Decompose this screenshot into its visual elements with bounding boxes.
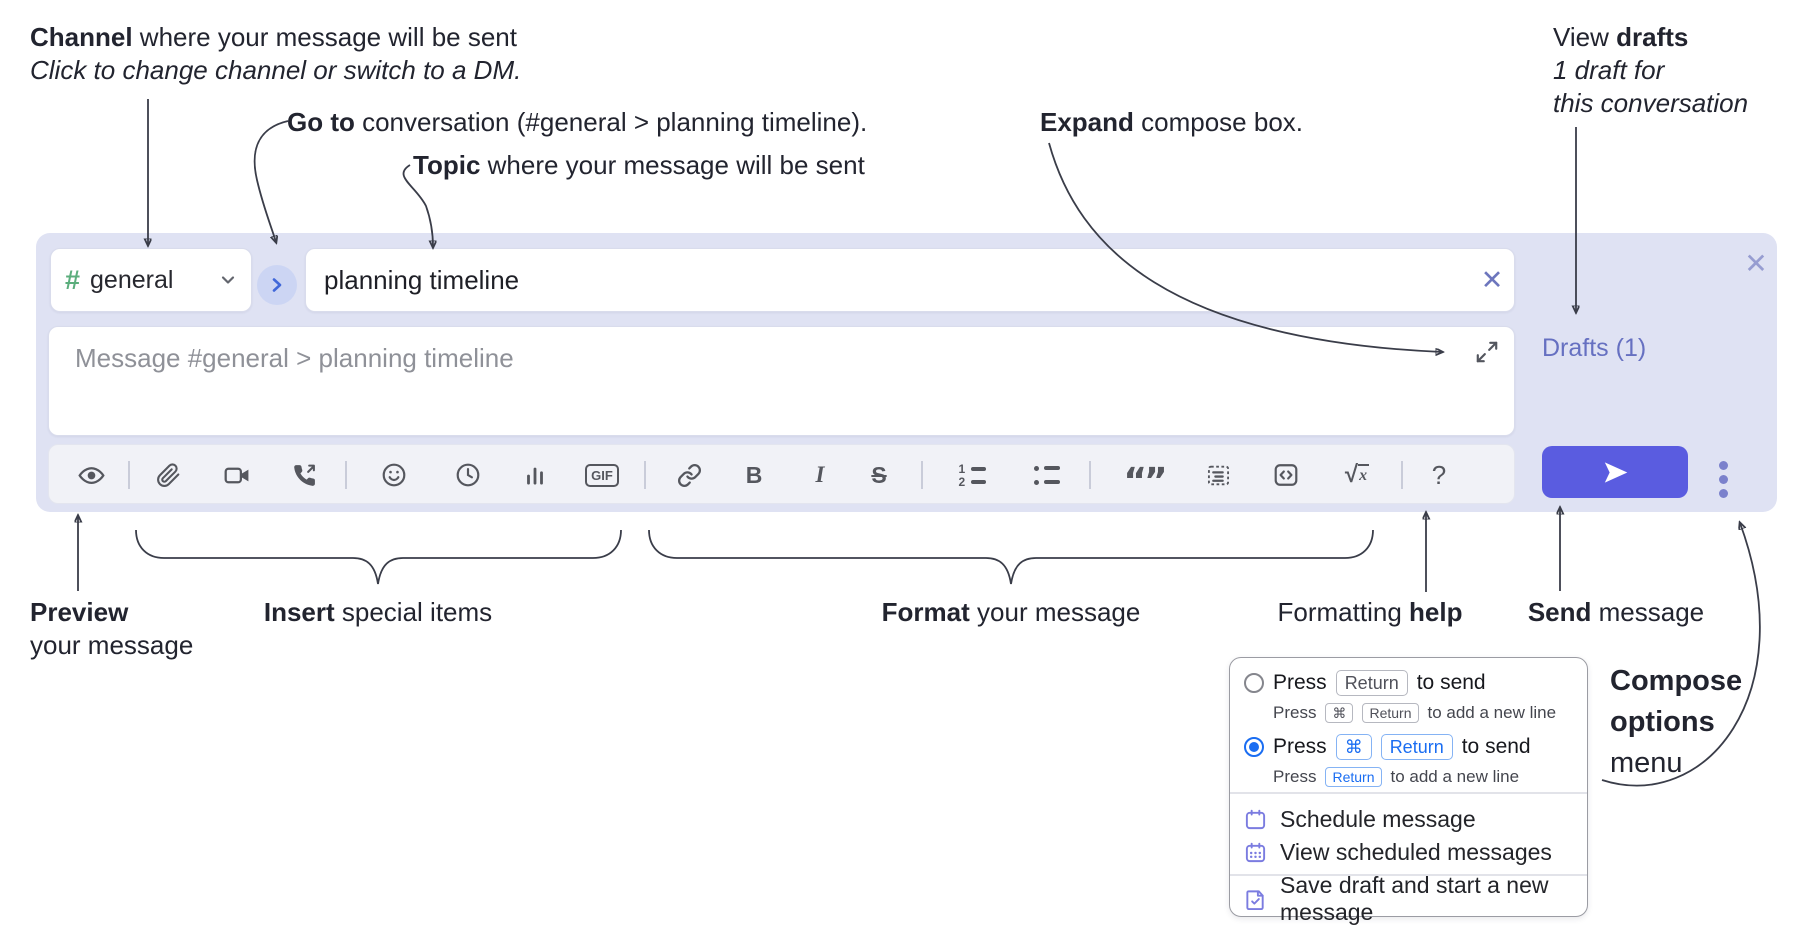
expand-compose-icon[interactable] [1474,339,1500,365]
key-return: Return [1362,703,1419,723]
annotation-format: Format your message [881,597,1141,627]
toolbar-separator [1089,461,1091,489]
key-cmd: ⌘ [1335,734,1372,760]
preview-eye-icon[interactable] [76,460,106,490]
channel-name: general [90,265,174,294]
menu-item-schedule-message[interactable]: Schedule message [1244,804,1577,834]
clear-topic-icon[interactable]: ✕ [1480,264,1504,295]
radio-selected-icon[interactable] [1244,737,1264,757]
strikethrough-icon[interactable]: S [871,461,887,488]
key-return: Return [1380,734,1453,760]
bulleted-list-icon[interactable] [1032,460,1062,490]
clock-schedule-icon[interactable] [453,460,483,490]
link-icon[interactable] [674,460,704,490]
ordered-list-icon[interactable]: 1 2 [957,460,987,490]
annotation-topic: Topic where your message will be sent [413,150,865,180]
compose-toolbar: GIF B I S 1 2 [48,444,1515,504]
annotation-send: Send message [1527,597,1705,627]
menu-item-save-draft[interactable]: Save draft and start a new message [1244,872,1577,925]
brace-insert [135,529,622,585]
annotation-view-drafts: View drafts 1 draft for this conversatio… [1553,22,1749,118]
calendar-icon [1245,809,1266,829]
radio-return-to-send[interactable]: Press Return to send [1244,669,1577,697]
toolbar-separator [345,461,347,489]
message-input[interactable] [49,327,1514,435]
inline-code-icon[interactable] [1271,460,1301,490]
toolbar-separator [1401,461,1403,489]
send-plane-icon [1604,461,1627,483]
close-icon[interactable]: ✕ [1744,247,1768,279]
radio-cmd-return-to-send[interactable]: Press ⌘ Return to send [1244,732,1577,762]
annotation-insert: Insert special items [263,597,493,627]
compose-box: # general ✕ [36,233,1777,512]
latex-math-icon[interactable]: √x [1344,461,1370,488]
send-button[interactable] [1542,446,1688,498]
huddle-phone-icon[interactable] [289,460,319,490]
toolbar-separator [128,461,130,489]
channel-hash-icon: # [65,264,81,295]
italic-icon[interactable]: I [815,462,825,487]
blockquote-icon[interactable]: “” [1123,461,1167,502]
compose-options-dots-icon[interactable] [1708,455,1738,503]
menu-divider [1230,874,1587,876]
bold-icon[interactable]: B [745,461,763,488]
draft-check-icon [1246,889,1264,910]
channel-selector[interactable]: # general [50,248,252,312]
key-return: Return [1335,670,1408,696]
emoji-smiley-icon[interactable] [379,460,409,490]
topic-field: ✕ [305,248,1515,312]
go-to-conversation-button[interactable] [257,265,297,305]
gif-icon[interactable]: GIF [585,460,619,490]
menu-divider [1230,792,1587,794]
menu-item-view-scheduled[interactable]: View scheduled messages [1244,837,1577,867]
annotation-channel: Channel where your message will be sent … [30,22,522,85]
attach-paperclip-icon[interactable] [153,460,183,490]
brace-format [648,529,1374,585]
code-block-icon[interactable] [1203,460,1233,490]
toolbar-separator [921,461,923,489]
drafts-link[interactable]: Drafts (1) [1542,334,1647,362]
toolbar-separator [644,461,646,489]
annotation-preview: Preview your message [30,597,194,660]
radio-return-to-send-subtext: Press ⌘ Return to add a new line [1273,703,1557,723]
arrow-go-to [253,120,289,242]
video-camera-icon[interactable] [222,460,252,490]
message-field [48,326,1515,436]
formatting-help-icon[interactable]: ? [1431,459,1447,490]
chevron-down-icon [219,271,237,289]
annotation-compose-options: Compose options menu [1610,665,1743,779]
key-cmd: ⌘ [1325,703,1354,723]
annotation-expand: Expand compose box. [1040,107,1304,137]
calendar-list-icon [1245,842,1266,862]
poll-bar-chart-icon[interactable] [520,460,550,490]
radio-cmd-return-subtext: Press Return to add a new line [1273,767,1520,787]
key-return: Return [1325,767,1382,787]
annotation-formatting-help: Formatting help [1277,597,1463,627]
topic-input[interactable] [306,264,1470,296]
compose-options-menu: Press Return to send Press ⌘ Return to a… [1229,657,1588,925]
annotation-go-to: Go to conversation (#general > planning … [287,107,868,137]
radio-unselected-icon[interactable] [1244,673,1264,693]
chevron-right-icon [272,278,282,292]
